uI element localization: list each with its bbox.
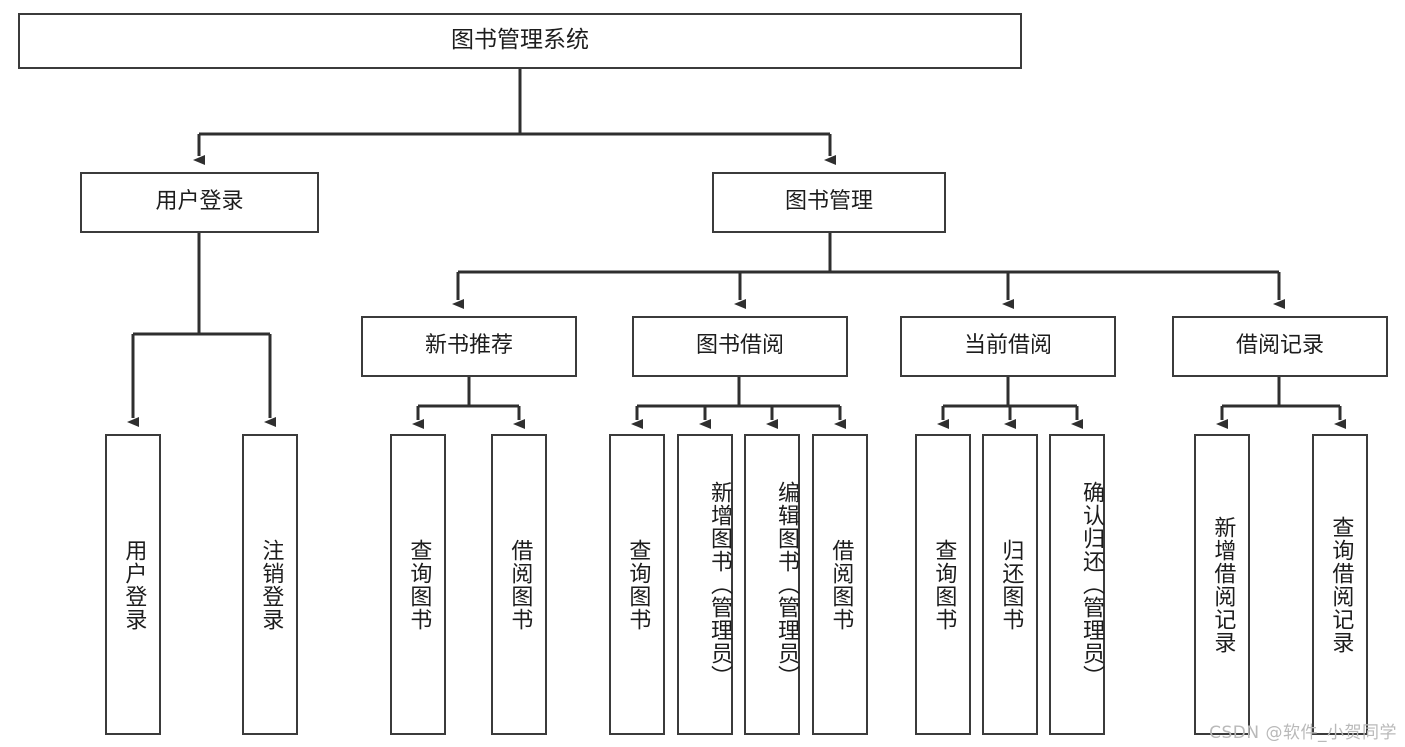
node-leaf-user-login[interactable]: 用户登录 [105,434,161,735]
node-leaf-query-book-3-label: 查询图书 [931,538,957,631]
node-leaf-borrow-book-2-label: 借阅图书 [828,538,854,631]
node-borrow-record-label: 借阅记录 [1235,333,1324,359]
node-leaf-confirm-return-label: 确认归还（管理员） [1079,481,1104,688]
node-book-manage-label: 图书管理 [784,189,873,215]
node-leaf-add-record[interactable]: 新增借阅记录 [1194,434,1250,735]
node-leaf-add-book-label: 新增图书（管理员） [707,481,732,688]
node-leaf-query-book-1-label: 查询图书 [406,538,432,631]
node-leaf-user-login-label: 用户登录 [121,538,147,631]
node-root[interactable]: 图书管理系统 [18,13,1022,69]
node-leaf-borrow-book-1[interactable]: 借阅图书 [491,434,547,735]
node-user-login-label: 用户登录 [155,189,244,215]
node-book-borrow-label: 图书借阅 [695,333,784,359]
node-leaf-query-record[interactable]: 查询借阅记录 [1312,434,1368,735]
node-user-login[interactable]: 用户登录 [80,172,319,233]
node-borrow-record[interactable]: 借阅记录 [1172,316,1388,377]
node-leaf-return-book-label: 归还图书 [998,538,1024,631]
node-leaf-borrow-book-1-label: 借阅图书 [507,538,533,631]
node-leaf-edit-book-label: 编辑图书（管理员） [774,481,799,688]
node-leaf-add-record-label: 新增借阅记录 [1210,515,1236,654]
node-leaf-query-record-label: 查询借阅记录 [1328,515,1354,654]
node-leaf-return-book[interactable]: 归还图书 [982,434,1038,735]
node-leaf-query-book-3[interactable]: 查询图书 [915,434,971,735]
node-leaf-add-book[interactable]: 新增图书（管理员） [677,434,733,735]
node-new-book-rec-label: 新书推荐 [424,333,513,359]
node-leaf-borrow-book-2[interactable]: 借阅图书 [812,434,868,735]
node-root-label: 图书管理系统 [451,27,589,54]
node-leaf-query-book-2[interactable]: 查询图书 [609,434,665,735]
node-leaf-logout-label: 注销登录 [258,538,284,631]
node-book-manage[interactable]: 图书管理 [712,172,946,233]
node-new-book-rec[interactable]: 新书推荐 [361,316,577,377]
node-leaf-logout[interactable]: 注销登录 [242,434,298,735]
node-leaf-query-book-2-label: 查询图书 [625,538,651,631]
node-leaf-edit-book[interactable]: 编辑图书（管理员） [744,434,800,735]
watermark-text: CSDN @软件_小贺同学 [1209,723,1397,743]
node-current-borrow[interactable]: 当前借阅 [900,316,1116,377]
node-current-borrow-label: 当前借阅 [963,333,1052,359]
node-book-borrow[interactable]: 图书借阅 [632,316,848,377]
node-leaf-confirm-return[interactable]: 确认归还（管理员） [1049,434,1105,735]
node-leaf-query-book-1[interactable]: 查询图书 [390,434,446,735]
